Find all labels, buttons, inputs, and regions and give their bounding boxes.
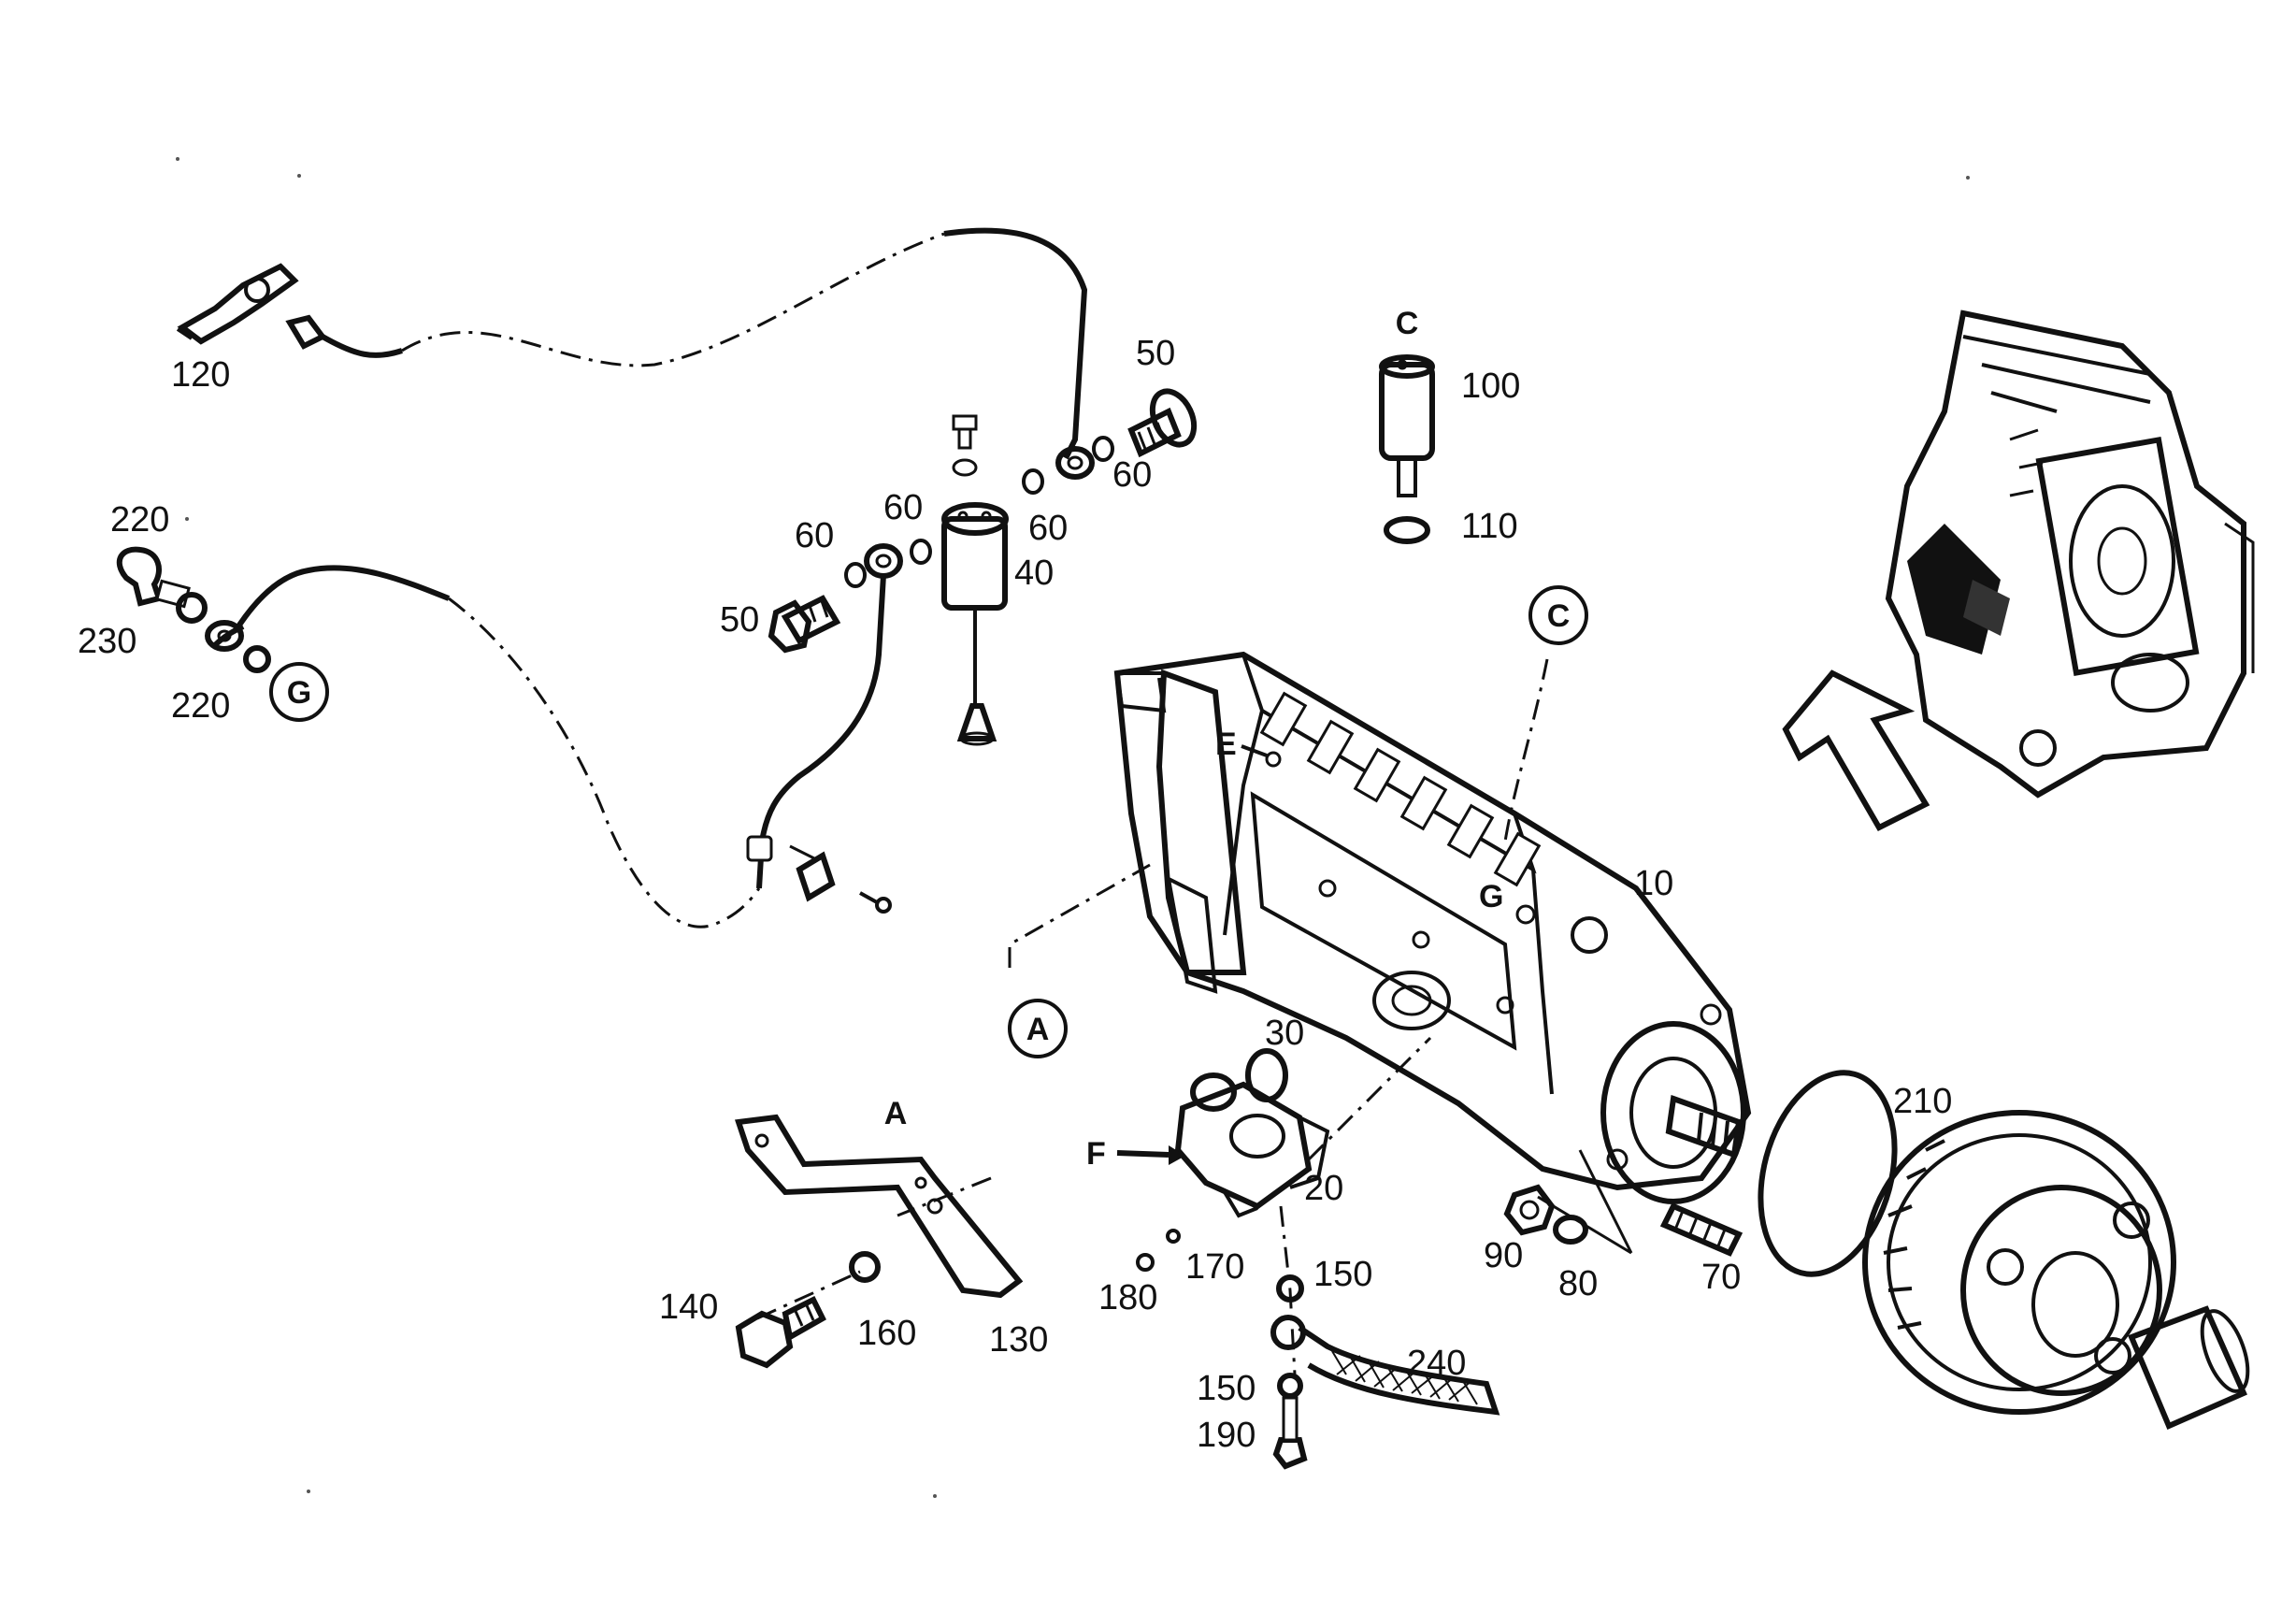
ref-line-c <box>1503 658 1549 842</box>
circle-marker-c: C <box>1528 585 1588 645</box>
callout-30: 30 <box>1265 1014 1304 1053</box>
banjo-bolt-50-lower <box>768 595 841 654</box>
callout-220-b: 220 <box>171 686 230 726</box>
o-ring-30 <box>1245 1048 1288 1102</box>
stop-solenoid <box>941 502 1009 746</box>
svg-text:C: C <box>1547 598 1571 634</box>
nozzle-holder-100 <box>1379 354 1435 497</box>
callout-150-a: 150 <box>1313 1255 1372 1294</box>
callout-90: 90 <box>1484 1236 1523 1275</box>
callout-50-lower: 50 <box>720 600 759 640</box>
callout-210: 210 <box>1893 1082 1952 1121</box>
callout-120: 120 <box>171 355 230 395</box>
callout-220-a: 220 <box>110 500 169 540</box>
callout-130: 130 <box>989 1320 1048 1360</box>
nut-90 <box>1503 1184 1556 1236</box>
o-ring-210 <box>1758 1070 1898 1277</box>
detail-a-label: A <box>884 1096 908 1131</box>
callout-190: 190 <box>1197 1416 1256 1455</box>
gear-nut <box>2128 1305 2250 1430</box>
callout-20: 20 <box>1304 1169 1343 1208</box>
eye-connector-upper <box>1055 446 1095 480</box>
callout-170: 170 <box>1185 1247 1244 1287</box>
callout-60-a: 60 <box>795 516 834 555</box>
washer-60-upper-right <box>1092 436 1114 462</box>
injection-pump <box>1113 651 1752 1204</box>
callout-230: 230 <box>78 622 136 661</box>
key-70 <box>1659 1202 1744 1257</box>
washer-80 <box>1553 1215 1588 1245</box>
callout-60-c: 60 <box>1028 509 1068 548</box>
view-direction-arrow <box>1782 669 1930 831</box>
bracket-axis <box>756 1176 992 1320</box>
callout-110: 110 <box>1461 507 1518 546</box>
marker-g: G <box>1479 879 1536 925</box>
callout-40: 40 <box>1014 554 1054 593</box>
sensor-cable-upper <box>943 227 1088 460</box>
circle-marker-a: A <box>1008 999 1068 1058</box>
sensor-cable <box>321 334 403 358</box>
svg-text:F: F <box>1086 1136 1106 1172</box>
svg-text:A: A <box>1026 1012 1050 1047</box>
eye-connector-lower <box>864 543 903 579</box>
svg-text:G: G <box>1479 879 1503 914</box>
callout-10: 10 <box>1634 864 1673 903</box>
leak-off-pipe <box>756 574 886 889</box>
svg-text:G: G <box>287 675 311 711</box>
detail-c-label: C <box>1396 306 1419 341</box>
callout-100: 100 <box>1461 367 1520 406</box>
circle-marker-g: G <box>269 662 329 722</box>
small-parts-170-180 <box>1136 1229 1181 1272</box>
fuel-line-240 <box>1270 1274 1500 1470</box>
sensor-cable-dashed <box>401 232 945 367</box>
ground-strap-dashed <box>448 597 761 928</box>
marker-e: E <box>1215 727 1282 768</box>
scan-specks <box>176 157 1970 1498</box>
washer-60-upper-left <box>1022 468 1044 495</box>
washer-110 <box>1384 516 1430 544</box>
callout-70: 70 <box>1701 1258 1741 1297</box>
callout-50-upper: 50 <box>1136 334 1175 373</box>
pipe-clip <box>746 835 892 914</box>
delivery-valves <box>1259 691 1542 887</box>
pipe-clip-leader <box>789 844 819 862</box>
callout-180: 180 <box>1098 1278 1157 1317</box>
callout-80: 80 <box>1558 1264 1598 1303</box>
drive-gear <box>1862 1110 2176 1415</box>
banjo-bolt-50-upper <box>1127 388 1198 458</box>
callout-60-d: 60 <box>1112 455 1152 495</box>
callout-240: 240 <box>1407 1344 1466 1383</box>
washer-160 <box>849 1251 881 1283</box>
ref-line-a <box>1008 863 1151 968</box>
bolt-140 <box>735 1295 826 1369</box>
washer-60-mid <box>910 539 932 565</box>
callout-140: 140 <box>659 1288 718 1327</box>
part-callouts: 10 20 30 40 50 50 60 60 60 60 70 80 90 1… <box>78 334 1952 1455</box>
ground-strap <box>116 546 451 673</box>
washer-60-left <box>844 562 867 588</box>
callout-60-b: 60 <box>883 488 923 527</box>
svg-text:E: E <box>1215 727 1237 762</box>
callout-160: 160 <box>857 1314 916 1353</box>
bolt-top <box>952 414 978 477</box>
engine-thumbnail <box>1885 309 2255 799</box>
sensor-120 <box>176 263 327 350</box>
leader-80-90 <box>1537 1149 1633 1255</box>
feed-pump-axis <box>1307 1036 1432 1161</box>
callout-150-b: 150 <box>1197 1369 1256 1408</box>
marker-f: F <box>1086 1136 1185 1172</box>
